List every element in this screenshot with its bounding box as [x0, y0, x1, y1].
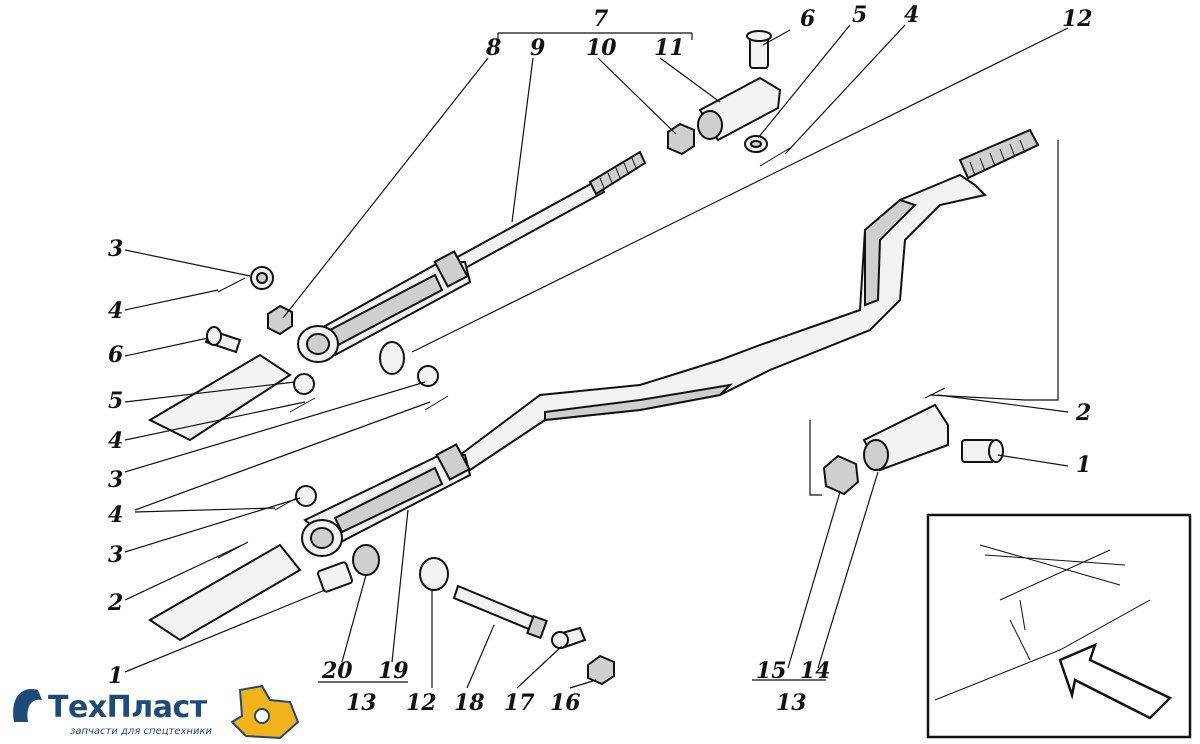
- callout-12-bottom: 12: [406, 690, 437, 716]
- leader-lines: [124, 24, 1069, 689]
- logo-graphic: [13, 684, 300, 740]
- callout-5-top: 5: [852, 2, 867, 28]
- callout-6-top: 6: [800, 6, 815, 32]
- callout-2-left: 2: [107, 590, 123, 616]
- callout-4-a: 4: [108, 298, 123, 324]
- callout-3-c: 3: [108, 542, 123, 568]
- callout-18: 18: [454, 690, 485, 716]
- callout-16: 16: [550, 690, 581, 716]
- callout-13-a: 13: [346, 690, 377, 716]
- callout-10: 10: [586, 35, 617, 61]
- top-small-parts: [667, 30, 791, 167]
- callout-8: 8: [485, 35, 501, 61]
- callout-3-a: 3: [108, 236, 123, 262]
- logo-brand: ТехПласт: [48, 690, 207, 725]
- left-small-parts: [147, 266, 449, 642]
- callout-4-b: 4: [108, 428, 123, 454]
- callout-labels: 7 8 9 10 11 6 5 4 12 3 4 6 5 4 3 4 3 2 1…: [107, 2, 1093, 716]
- callout-1-left: 1: [108, 663, 123, 689]
- callout-15: 15: [756, 658, 787, 684]
- callout-2-right: 2: [1075, 400, 1091, 426]
- callout-11: 11: [654, 35, 685, 61]
- callout-5-left: 5: [108, 388, 123, 414]
- callout-1-right: 1: [1076, 452, 1091, 478]
- callout-6-left: 6: [108, 342, 123, 368]
- callout-4-c: 4: [108, 502, 123, 528]
- callout-12-top: 12: [1062, 6, 1093, 32]
- callout-20: 20: [321, 658, 353, 684]
- callout-14: 14: [800, 658, 831, 684]
- bottom-small-parts: [419, 557, 615, 686]
- callout-19: 19: [378, 658, 409, 684]
- callout-7: 7: [593, 6, 609, 32]
- callout-3-b: 3: [108, 467, 123, 493]
- logo-tagline: запчасти для спецтехники: [70, 726, 212, 737]
- callout-9: 9: [530, 35, 545, 61]
- inset-locator-view: [926, 513, 1192, 739]
- main-lower-link: [301, 128, 1040, 557]
- callout-13-b: 13: [776, 690, 807, 716]
- right-small-parts: [822, 387, 1004, 496]
- callout-4-top: 4: [904, 2, 919, 28]
- upper-link-rod: [297, 150, 647, 363]
- callout-17: 17: [504, 690, 535, 716]
